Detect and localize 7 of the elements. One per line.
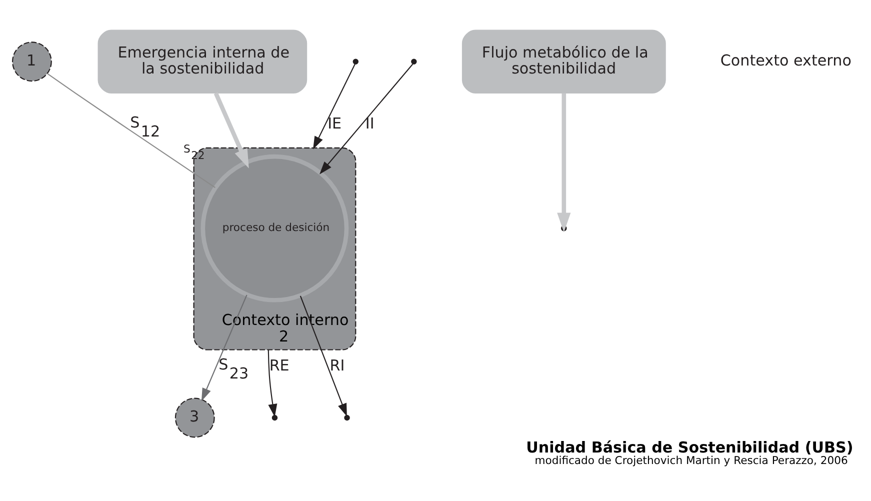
- edge-label: IE: [328, 114, 342, 132]
- edge-label: RE: [269, 356, 290, 374]
- caption: modificado de Crojethovich Martin y Rescia Perazzo, 2006: [534, 454, 848, 467]
- edge-label: RI: [330, 356, 345, 374]
- diagram-title: Unidad Básica de Sostenibilidad (UBS): [526, 438, 854, 456]
- label: Contexto externo: [720, 51, 852, 70]
- edge-label: II: [365, 114, 374, 132]
